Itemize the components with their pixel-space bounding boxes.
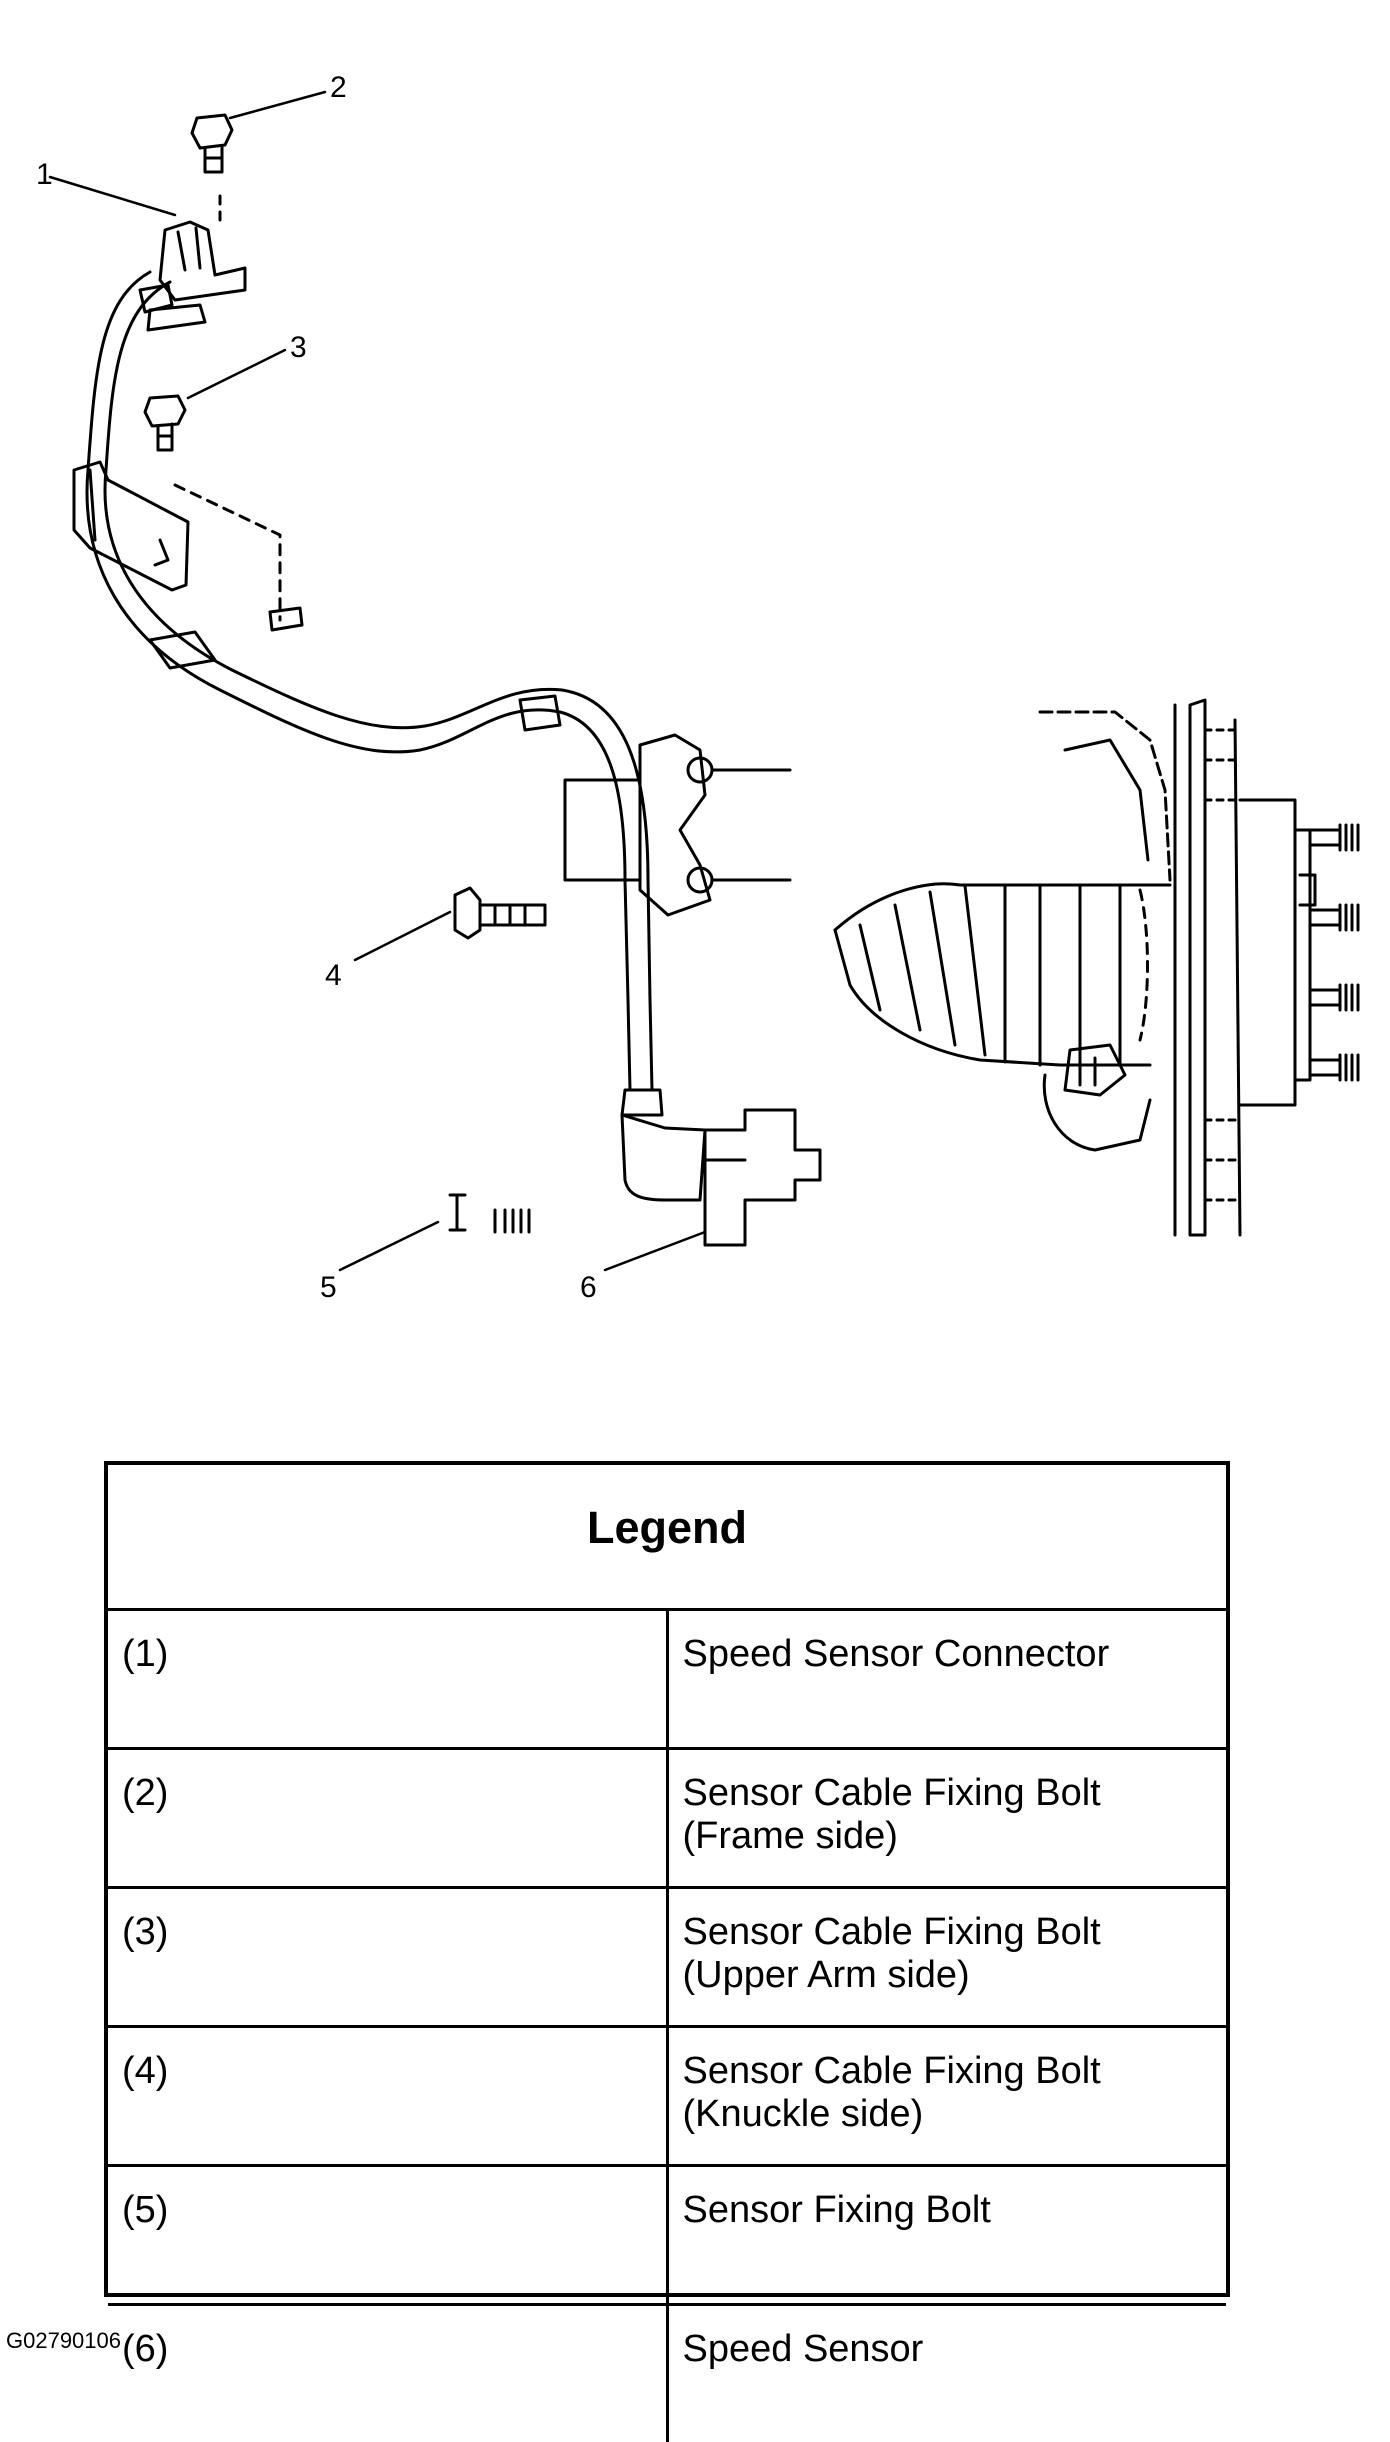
leader-lines bbox=[50, 92, 705, 1270]
leader-line-6 bbox=[605, 1232, 705, 1270]
legend-row-description: Speed Sensor bbox=[667, 2305, 1226, 2442]
legend-row-number: (4) bbox=[108, 2027, 667, 2166]
sensor-fixing-bolt-part bbox=[450, 1195, 529, 1232]
brake-hub-assembly bbox=[1040, 700, 1358, 1235]
legend-title: Legend bbox=[108, 1465, 1226, 1610]
legend-row-number: (2) bbox=[108, 1749, 667, 1888]
leader-line-3 bbox=[188, 350, 285, 398]
figure-id: G02790106 bbox=[6, 2328, 121, 2354]
legend-row-description: Speed Sensor Connector bbox=[667, 1610, 1226, 1749]
legend-row: (3) Sensor Cable Fixing Bolt (Upper Arm … bbox=[108, 1888, 1226, 2027]
legend-table: Legend (1) Speed Sensor Connector (2) Se… bbox=[104, 1461, 1230, 2297]
leader-line-4 bbox=[355, 912, 450, 960]
exploded-diagram: 1 2 3 4 5 6 bbox=[0, 0, 1390, 1320]
upper-arm-side-bolt-part bbox=[145, 396, 185, 450]
speed-sensor-part bbox=[622, 1090, 820, 1245]
callout-3: 3 bbox=[290, 331, 307, 364]
diagram-svg: 1 2 3 4 5 6 bbox=[0, 0, 1390, 1320]
legend-row-description: Sensor Cable Fixing Bolt (Upper Arm side… bbox=[667, 1888, 1226, 2027]
legend-row: (4) Sensor Cable Fixing Bolt (Knuckle si… bbox=[108, 2027, 1226, 2166]
legend-row: (5) Sensor Fixing Bolt bbox=[108, 2166, 1226, 2305]
callout-1: 1 bbox=[36, 158, 53, 191]
legend-row: (1) Speed Sensor Connector bbox=[108, 1610, 1226, 1749]
legend-row-number: (5) bbox=[108, 2166, 667, 2305]
knuckle-side-bolt-part bbox=[455, 888, 545, 938]
knuckle-bracket bbox=[565, 735, 790, 915]
callout-4: 4 bbox=[325, 959, 342, 992]
legend-row-number: (3) bbox=[108, 1888, 667, 2027]
legend-row-description: Sensor Cable Fixing Bolt (Knuckle side) bbox=[667, 2027, 1226, 2166]
leader-line-2 bbox=[230, 92, 325, 118]
drive-shaft-boot bbox=[835, 884, 1170, 1150]
speed-sensor-connector-part bbox=[140, 195, 245, 330]
callout-2: 2 bbox=[330, 71, 347, 104]
sensor-cable bbox=[87, 272, 652, 1090]
callout-5: 5 bbox=[320, 1271, 337, 1304]
legend-row: (6) Speed Sensor bbox=[108, 2305, 1226, 2442]
callout-6: 6 bbox=[580, 1271, 597, 1304]
frame-side-bolt-part bbox=[192, 115, 232, 172]
legend-row-number: (1) bbox=[108, 1610, 667, 1749]
legend-row-number: (6) bbox=[108, 2305, 667, 2442]
legend-row-description: Sensor Fixing Bolt bbox=[667, 2166, 1226, 2305]
upper-arm-bracket bbox=[74, 462, 560, 730]
leader-line-1 bbox=[50, 177, 175, 215]
leader-line-5 bbox=[340, 1222, 438, 1270]
legend-row: (2) Sensor Cable Fixing Bolt (Frame side… bbox=[108, 1749, 1226, 1888]
legend-row-description: Sensor Cable Fixing Bolt (Frame side) bbox=[667, 1749, 1226, 1888]
